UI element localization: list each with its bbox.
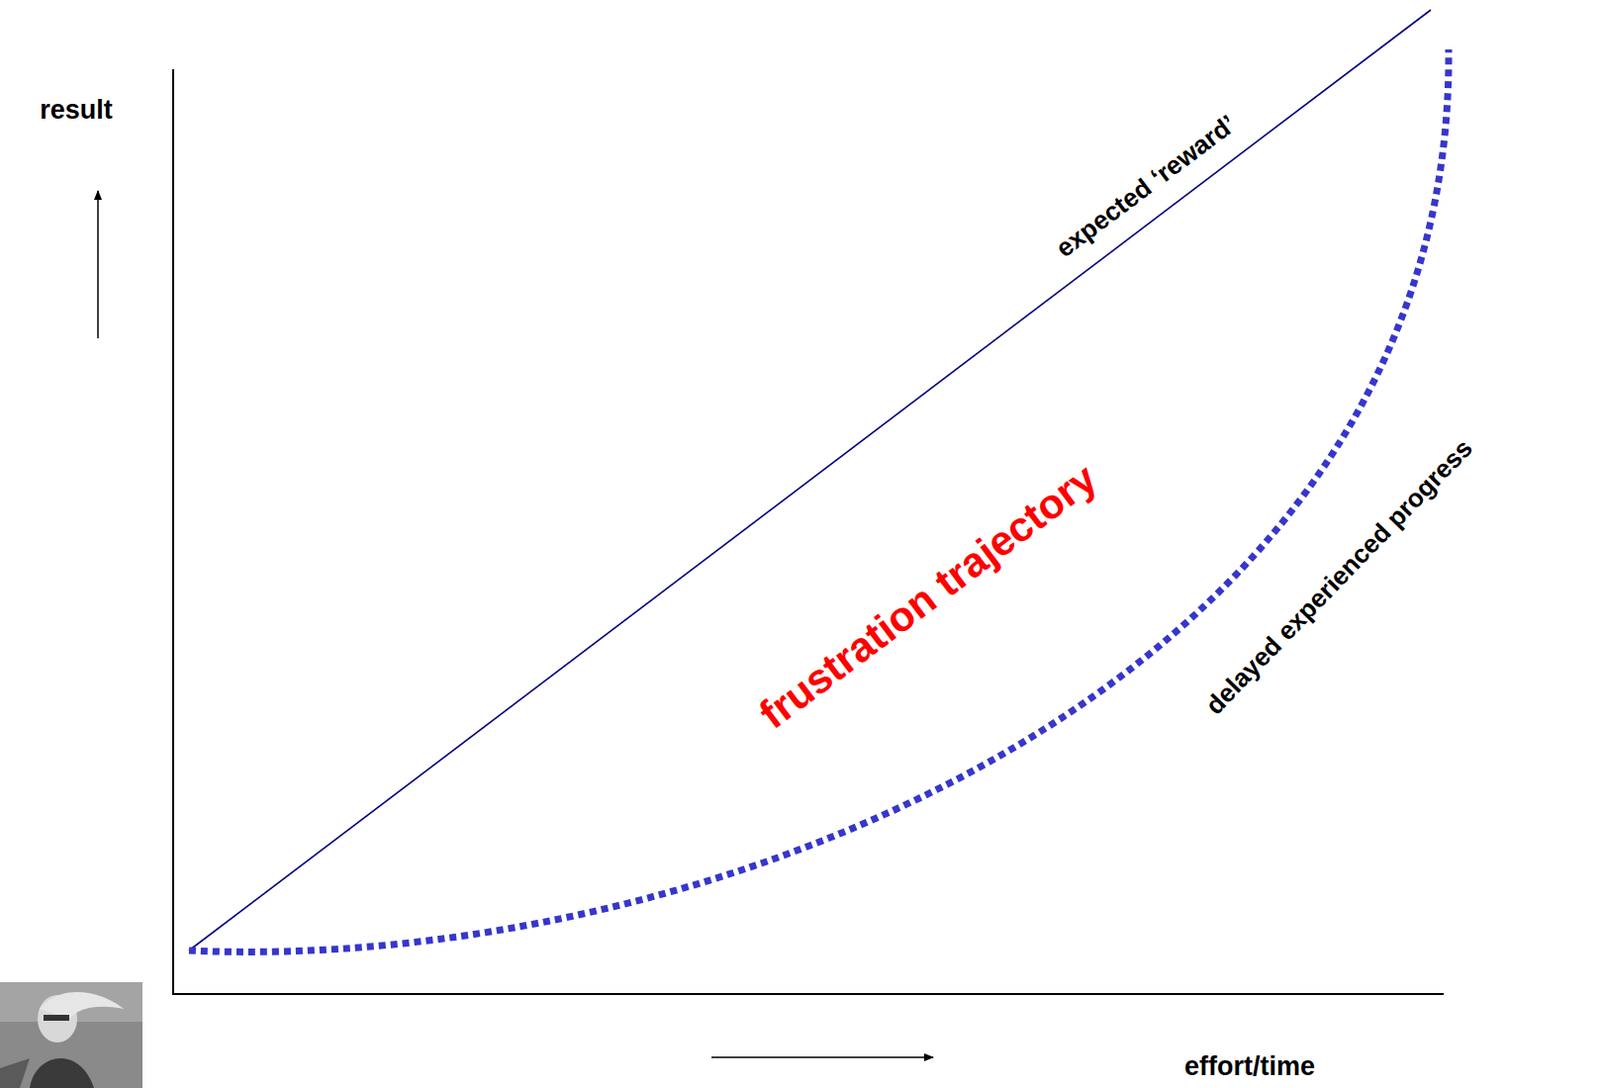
axis-title: result xyxy=(39,96,113,124)
region-label: frustration trajectory xyxy=(752,457,1104,737)
expected-line xyxy=(188,9,1431,951)
progress-curve xyxy=(188,49,1449,952)
curve-label: delayed experienced progress xyxy=(1201,434,1478,719)
y-axis xyxy=(172,69,175,996)
line-label: expected ‘reward’ xyxy=(1050,110,1240,263)
up-arrow xyxy=(96,190,99,339)
axis-title: effort/time xyxy=(1184,1053,1316,1081)
right-arrow xyxy=(711,1056,934,1059)
photo-thumbnail xyxy=(0,982,143,1088)
x-axis xyxy=(172,993,1444,996)
